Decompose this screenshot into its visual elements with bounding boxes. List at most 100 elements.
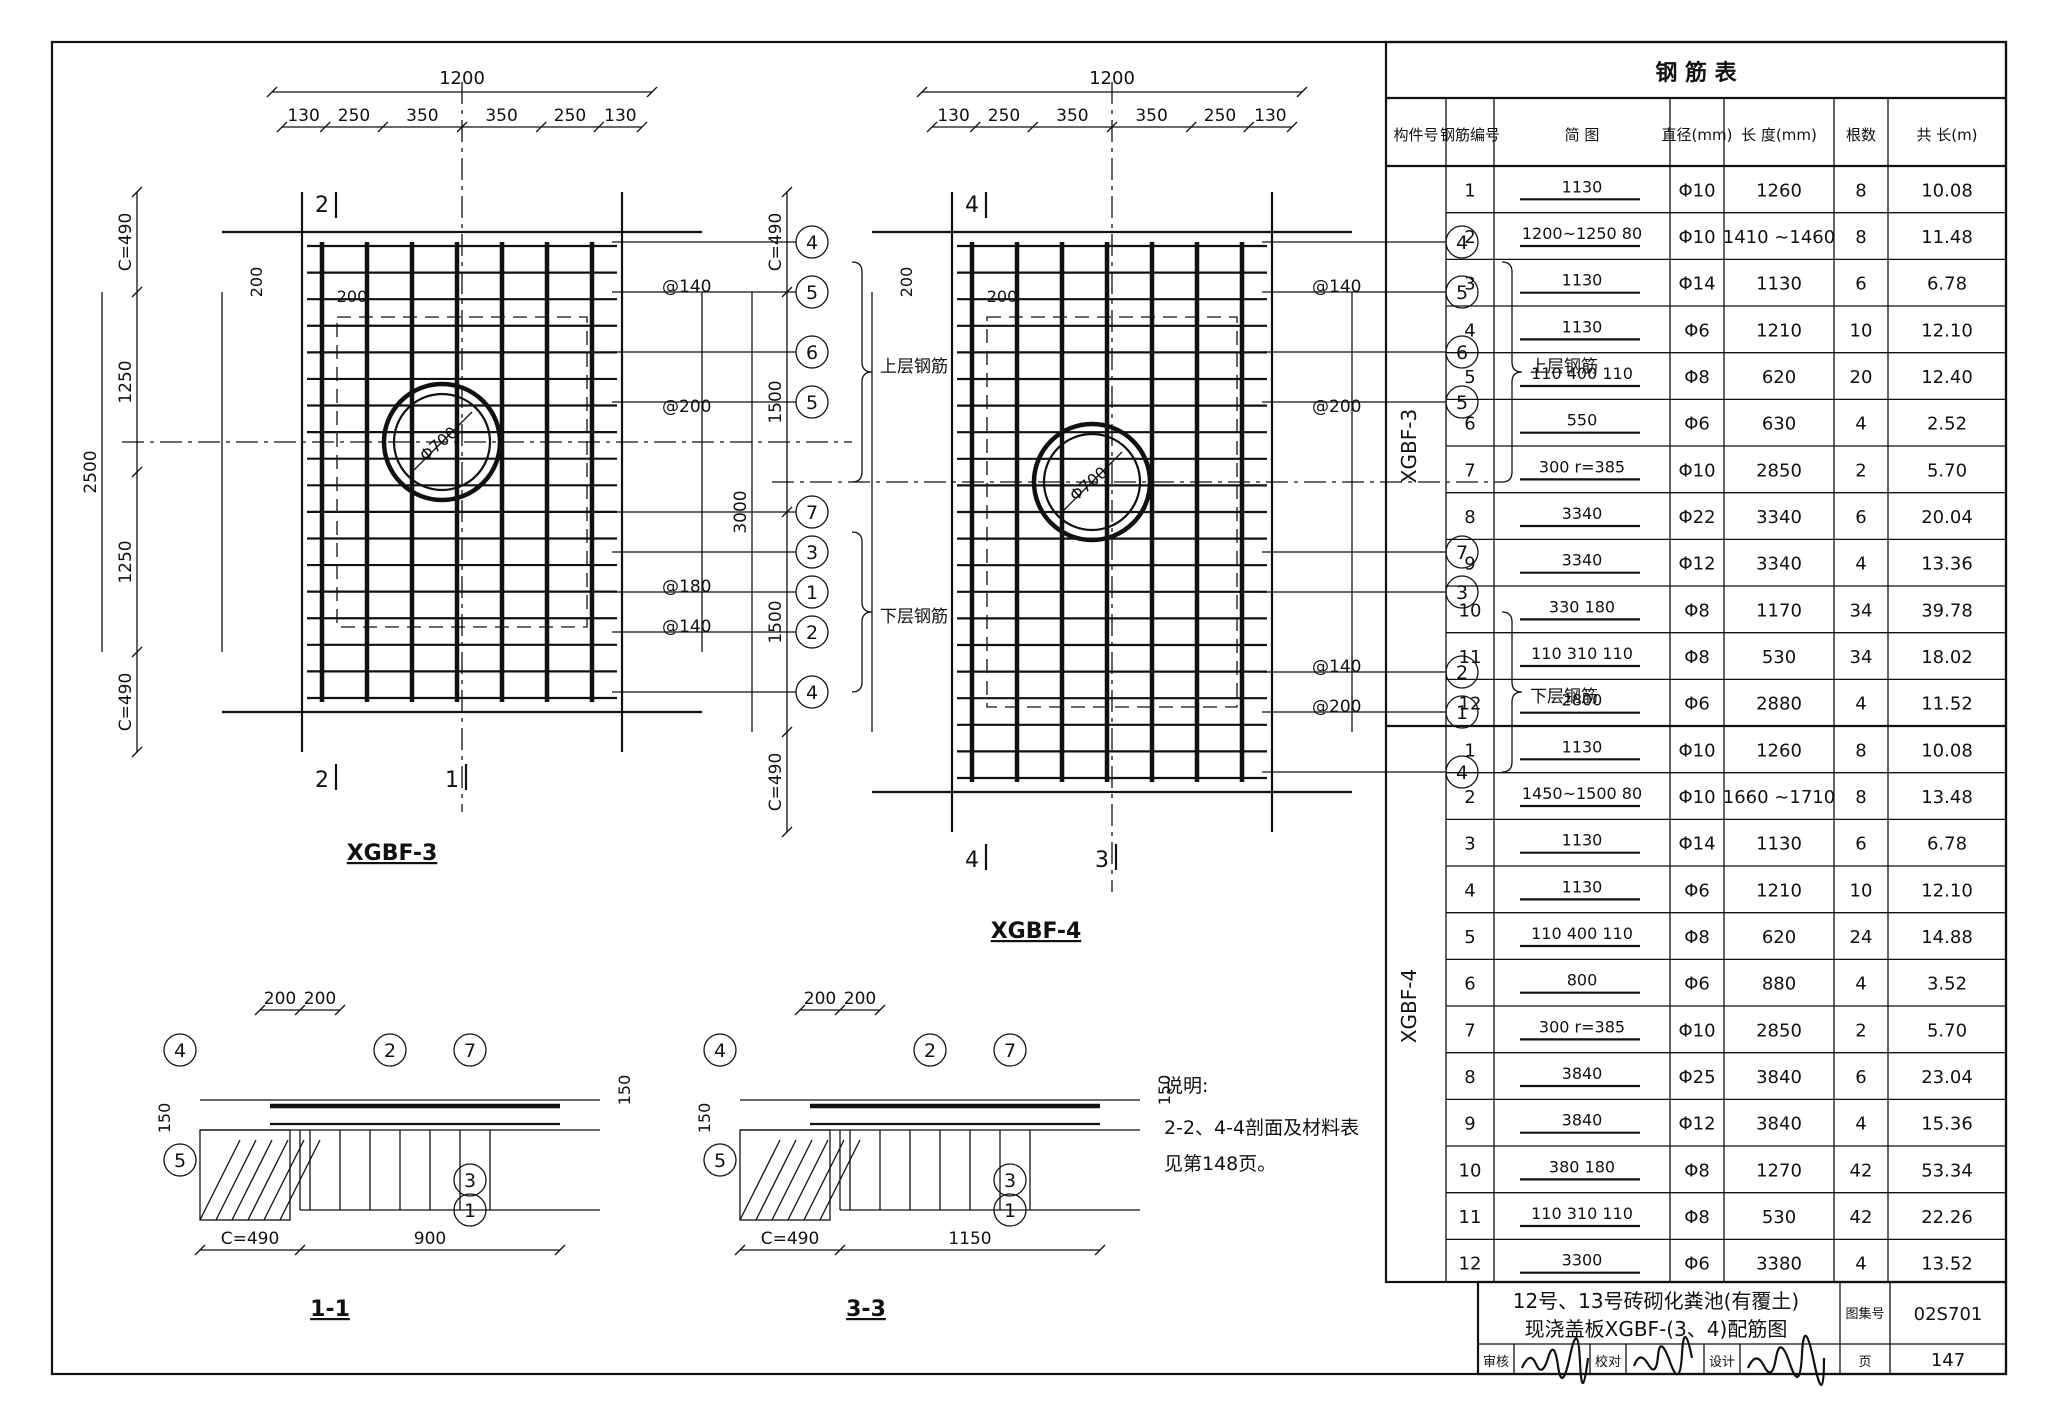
- row-count: 2: [1855, 460, 1866, 481]
- row-diameter: Φ8: [1684, 1207, 1710, 1228]
- dim-tick: [319, 121, 331, 133]
- row-diameter: Φ10: [1678, 460, 1715, 481]
- row-no: 6: [1464, 414, 1475, 435]
- row-count: 4: [1855, 974, 1866, 995]
- row-total: 39.78: [1921, 600, 1973, 621]
- row-no: 7: [1464, 1020, 1475, 1041]
- table-header-0: 构件号: [1393, 126, 1438, 144]
- table-header-5: 根数: [1846, 126, 1876, 144]
- row-count: 4: [1855, 1254, 1866, 1275]
- row-total: 5.70: [1927, 460, 1967, 481]
- table-header-2: 简 图: [1565, 126, 1600, 144]
- dim-segment: 250: [988, 106, 1020, 126]
- row-sketch: 3840: [1562, 1111, 1603, 1130]
- row-diameter: Φ6: [1684, 320, 1710, 341]
- row-sketch: 110 400 110: [1531, 924, 1633, 943]
- bracket-upper: [1501, 261, 1523, 483]
- rebar-callout-circle: [703, 1033, 737, 1067]
- dim-segment: 130: [937, 106, 969, 126]
- row-count: 6: [1855, 274, 1866, 295]
- row-length: 620: [1762, 927, 1796, 948]
- row-sketch: 1130: [1562, 877, 1603, 896]
- row-length: 1270: [1756, 1160, 1802, 1181]
- row-no: 1: [1464, 740, 1475, 761]
- row-no: 5: [1464, 927, 1475, 948]
- spacing-label: @140: [1312, 657, 1361, 677]
- row-length: 1170: [1756, 600, 1802, 621]
- table-header-6: 共 长(m): [1916, 126, 1977, 144]
- dim-c: C=490: [116, 673, 136, 732]
- row-sketch: 300 r=385: [1539, 1017, 1625, 1036]
- row-length: 1210: [1756, 320, 1802, 341]
- row-sketch: 1130: [1562, 177, 1603, 196]
- row-length: 3840: [1756, 1114, 1802, 1135]
- dim-tick: [781, 506, 793, 518]
- note-line2: 见第148页。: [1164, 1153, 1276, 1175]
- row-total: 13.52: [1921, 1254, 1973, 1275]
- row-length: 1260: [1756, 740, 1802, 761]
- rebar-callout: 2: [384, 1040, 396, 1062]
- dim-lower: 1500: [766, 600, 786, 643]
- row-no: 2: [1464, 227, 1475, 248]
- row-no: 4: [1464, 880, 1475, 901]
- lower-rebar-label: 下层钢筋: [880, 607, 948, 627]
- row-diameter: Φ22: [1678, 507, 1715, 528]
- row-length: 1260: [1756, 180, 1802, 201]
- row-sketch: 1130: [1562, 831, 1603, 850]
- row-total: 6.78: [1927, 274, 1967, 295]
- dim-overall-width: 1200: [1089, 68, 1135, 89]
- row-total: 12.10: [1921, 880, 1973, 901]
- row-no: 6: [1464, 974, 1475, 995]
- table-header-3: 直径(mm): [1662, 126, 1733, 144]
- rebar-callout: 1: [1456, 702, 1468, 724]
- spacing-label: @200: [1312, 397, 1361, 417]
- row-total: 12.40: [1921, 367, 1973, 388]
- row-diameter: Φ6: [1684, 1254, 1710, 1275]
- hatch-line: [803, 1139, 845, 1221]
- spacing-label: @140: [662, 277, 711, 297]
- row-total: 53.34: [1921, 1160, 1973, 1181]
- row-diameter: Φ8: [1684, 927, 1710, 948]
- spacing-label: @200: [1312, 697, 1361, 717]
- row-total: 13.48: [1921, 787, 1973, 808]
- rebar-callout-circle: [993, 1193, 1027, 1227]
- page-number: 147: [1931, 1350, 1965, 1371]
- row-length: 1660 ~1710: [1723, 787, 1835, 808]
- dim-tick: [734, 1244, 746, 1256]
- row-sketch: 3340: [1562, 504, 1603, 523]
- row-length: 2850: [1756, 1020, 1802, 1041]
- row-no: 8: [1464, 1067, 1475, 1088]
- atlas-label: 图集号: [1845, 1306, 1884, 1322]
- rebar-callout-circle: [373, 1033, 407, 1067]
- row-diameter: Φ6: [1684, 974, 1710, 995]
- row-diameter: Φ10: [1678, 180, 1715, 201]
- dim-tick: [294, 1244, 306, 1256]
- plan-title-xgbf-3: XGBF-3: [347, 841, 438, 866]
- row-sketch: 3840: [1562, 1064, 1603, 1083]
- dim-tick: [1094, 1244, 1106, 1256]
- rebar-callout-circle: [453, 1193, 487, 1227]
- dim-tick: [969, 121, 981, 133]
- rebar-callout-circle: [1445, 655, 1479, 689]
- dim-200: 200: [987, 287, 1018, 306]
- rebar-callout: 7: [1456, 542, 1468, 564]
- row-diameter: Φ12: [1678, 554, 1715, 575]
- rebar-callout-circle: [1445, 275, 1479, 309]
- rebar-callout-circle: [795, 495, 829, 529]
- group-label-xgbf-4: XGBF-4: [1397, 969, 1421, 1043]
- row-diameter: Φ8: [1684, 600, 1710, 621]
- row-sketch: 1130: [1562, 737, 1603, 756]
- atlas-number: 02S701: [1914, 1304, 1983, 1325]
